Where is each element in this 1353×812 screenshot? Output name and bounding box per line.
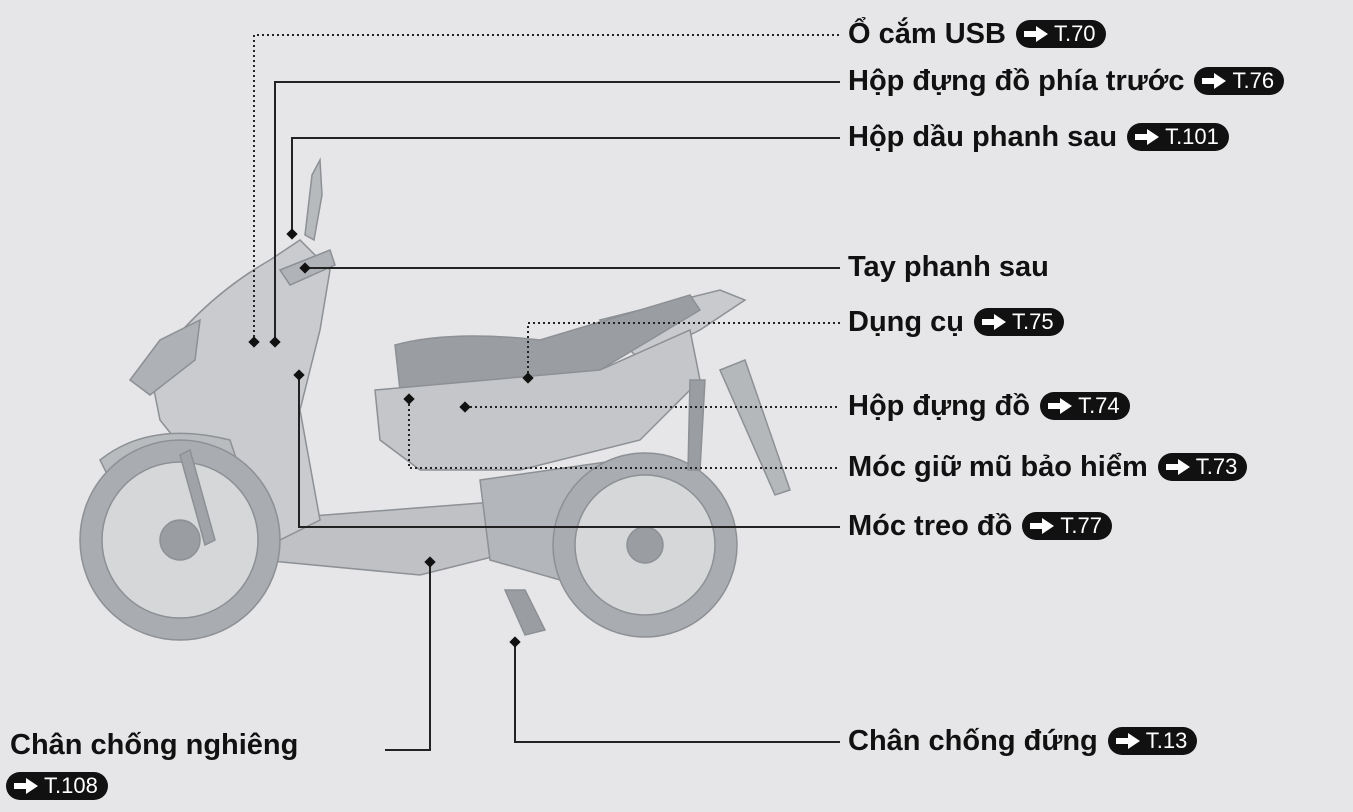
label-hanging-hook: Móc treo đồ T.77 [848,509,1112,543]
arrow-right-icon [1022,24,1050,44]
label-main-stand: Chân chống đứng T.13 [848,724,1198,758]
ref-link-side-stand[interactable]: T.108 [6,772,108,800]
arrow-right-icon [12,776,40,796]
label-storage-box-text: Hộp đựng đồ [848,390,1031,422]
label-front-storage-text: Hộp đựng đồ phía trước [848,65,1185,97]
label-hanging-hook-text: Móc treo đồ [848,510,1013,542]
leader-brake-reservoir [291,137,840,234]
marker-helmet-hook [403,393,415,405]
label-rear-brake-reservoir: Hộp dầu phanh sau T.101 [848,120,1229,154]
leader-usb [253,34,840,342]
ref-link-hanging-hook[interactable]: T.77 [1022,512,1112,540]
marker-main-stand [509,636,521,648]
ref-page-storage-box: T.74 [1078,393,1120,418]
arrow-right-icon [1028,516,1056,536]
label-main-stand-text: Chân chống đứng [848,725,1098,757]
label-usb-socket-text: Ổ cắm USB [848,18,1006,50]
label-rear-brake-lever: Tay phanh sau [848,250,1049,284]
leader-main-stand [514,642,840,743]
arrow-right-icon [980,312,1008,332]
marker-usb [248,336,260,348]
ref-page-tools: T.75 [1012,309,1054,334]
arrow-right-icon [1133,127,1161,147]
label-storage-box: Hộp đựng đồ T.74 [848,389,1130,423]
leader-tools [527,322,840,378]
label-tools: Dụng cụ T.75 [848,305,1064,339]
scooter-illustration [79,157,791,641]
marker-front-box [269,336,281,348]
ref-page-main-stand: T.13 [1145,728,1188,753]
ref-link-helmet-hook[interactable]: T.73 [1157,453,1248,481]
arrow-right-icon [1114,731,1142,751]
ref-side-stand-wrap: T.108 [0,772,108,800]
label-helmet-hook-text: Móc giữ mũ bảo hiểm [848,451,1148,483]
label-rear-brake-reservoir-text: Hộp dầu phanh sau [848,121,1118,153]
marker-tools [522,372,534,384]
ref-page-rear-brake-reservoir: T.101 [1165,124,1219,149]
ref-link-tools[interactable]: T.75 [974,308,1064,336]
marker-brake-reservoir [286,228,298,240]
marker-storage [459,401,471,413]
ref-link-storage-box[interactable]: T.74 [1040,392,1130,420]
ref-link-rear-brake-reservoir[interactable]: T.101 [1127,123,1229,151]
ref-link-usb[interactable]: T.70 [1015,20,1106,48]
ref-link-main-stand[interactable]: T.13 [1107,727,1198,755]
callout-markers [248,228,534,648]
label-rear-brake-lever-text: Tay phanh sau [848,251,1049,283]
label-side-stand-text: Chân chống nghiêng [10,729,299,761]
marker-side-stand [424,556,436,568]
leader-front-box [274,81,840,342]
marker-hook [293,369,305,381]
leader-hook [298,375,840,528]
ref-page-helmet-hook: T.73 [1195,454,1238,479]
arrow-right-icon [1164,457,1192,477]
arrow-right-icon [1046,396,1074,416]
marker-brake-lever [299,262,311,274]
label-usb-socket: Ổ cắm USB T.70 [848,17,1106,51]
label-side-stand: Chân chống nghiêng [10,728,298,762]
ref-page-hanging-hook: T.77 [1060,513,1102,538]
label-helmet-hook: Móc giữ mũ bảo hiểm T.73 [848,450,1248,484]
leader-helmet-hook [408,399,840,469]
label-front-storage: Hộp đựng đồ phía trước T.76 [848,64,1285,98]
ref-page-front-storage: T.76 [1232,68,1275,93]
ref-link-front-storage[interactable]: T.76 [1194,67,1285,95]
label-tools-text: Dụng cụ [848,306,964,338]
leader-lines [253,34,840,751]
arrow-right-icon [1200,71,1228,91]
ref-page-usb: T.70 [1053,21,1096,46]
ref-page-side-stand: T.108 [44,773,98,798]
leader-side-stand [385,562,431,751]
